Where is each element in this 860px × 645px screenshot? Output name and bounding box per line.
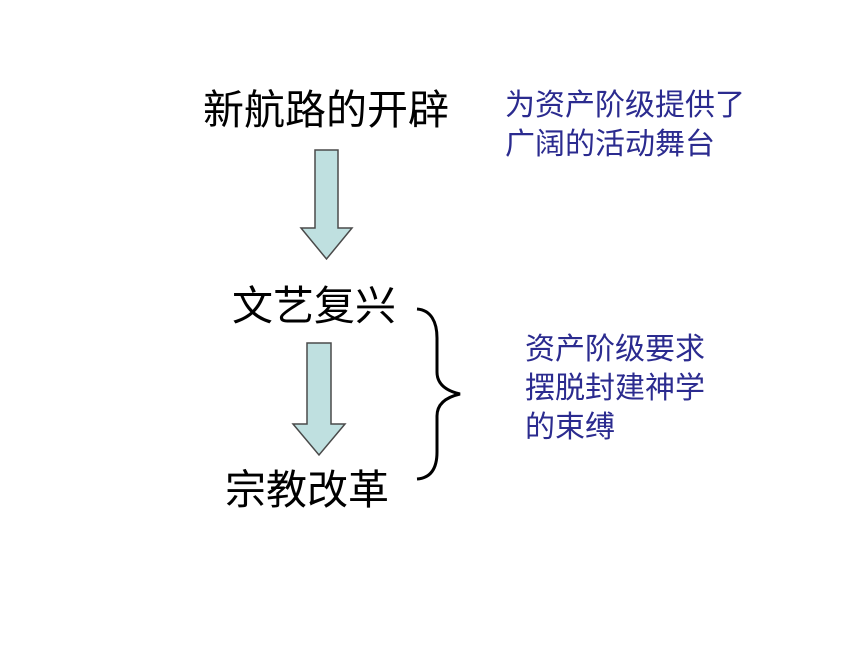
note-line-2: 摆脱封建神学 — [525, 371, 705, 406]
note-line-1: 为资产阶级提供了 — [505, 88, 745, 123]
node-reformation: 宗教改革 — [225, 466, 389, 514]
right-brace — [416, 307, 461, 481]
note-line-3: 的束缚 — [525, 410, 615, 445]
down-arrow-2 — [291, 342, 347, 457]
node-new-sea-routes: 新航路的开辟 — [203, 86, 449, 134]
note-bourgeois-demand: 资产阶级要求 摆脱封建神学 的束缚 — [525, 330, 705, 447]
node-renaissance: 文艺复兴 — [232, 282, 396, 330]
note-line-1: 资产阶级要求 — [525, 332, 705, 367]
down-arrow-1 — [299, 149, 354, 261]
note-line-2: 广阔的活动舞台 — [505, 127, 715, 162]
note-new-sea-routes-effect: 为资产阶级提供了 广阔的活动舞台 — [505, 86, 745, 164]
